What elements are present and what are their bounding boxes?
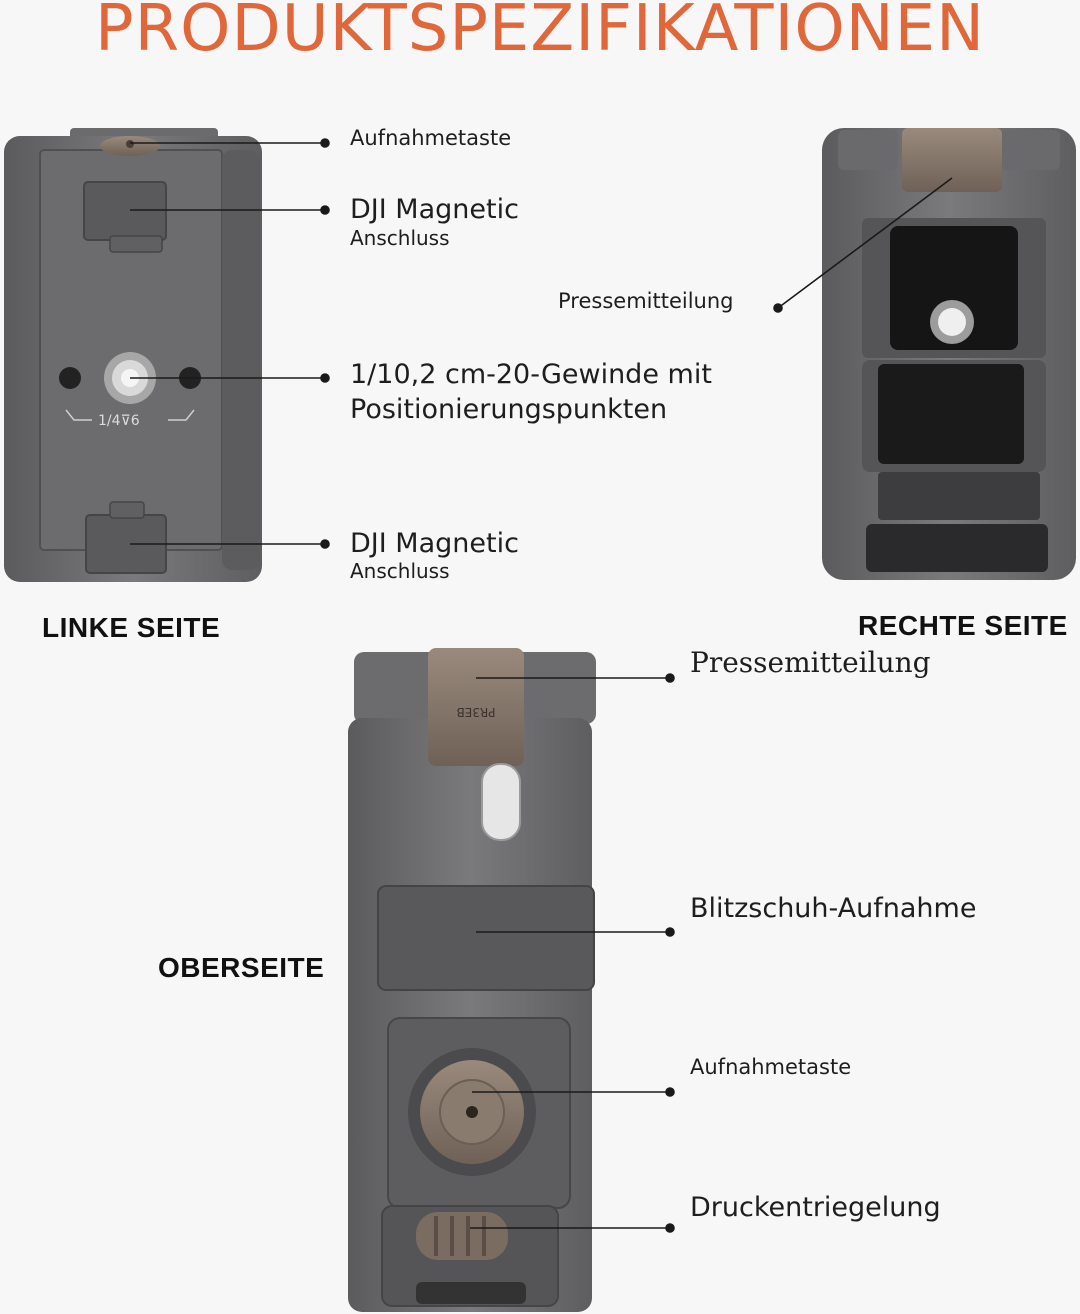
label-left-record-button: Aufnahmetaste — [350, 126, 512, 150]
leader-lines — [130, 138, 953, 1233]
label-left-magnetic-bottom-sub: Anschluss — [350, 559, 450, 583]
page-title: PRODUKTSPEZIFIKATIONEN — [95, 0, 985, 66]
label-left-magnetic-top: DJI Magnetic — [350, 194, 519, 225]
tab-engraving: PR3EB — [456, 705, 495, 719]
label-top-record-button: Aufnahmetaste — [690, 1055, 852, 1079]
label-left-magnetic-bottom: DJI Magnetic — [350, 528, 519, 559]
label-thread-line1: 1/10,2 cm-20-Gewinde mit — [350, 359, 712, 390]
section-right-side: RECHTE SEITE — [858, 610, 1068, 641]
label-thread-line2: Positionierungspunkten — [350, 394, 668, 425]
thread-engraving: 1/4⊽6 — [98, 413, 140, 429]
label-left-magnetic-top-sub: Anschluss — [350, 226, 450, 250]
label-push-release: Druckentriegelung — [690, 1192, 941, 1223]
label-top-press-release: Pressemitteilung — [690, 646, 931, 679]
top-view — [348, 648, 596, 1312]
section-left-side: LINKE SEITE — [42, 612, 221, 643]
magnetic-port-top-icon — [83, 181, 167, 241]
press-release-tab-icon — [902, 128, 1002, 192]
section-top-side: OBERSEITE — [158, 952, 325, 983]
label-right-press-release: Pressemitteilung — [558, 289, 734, 313]
push-release-slider-icon — [416, 1212, 508, 1260]
left-side-view — [4, 128, 262, 582]
right-side-view — [822, 128, 1076, 580]
label-cold-shoe: Blitzschuh-Aufnahme — [690, 893, 977, 924]
cold-shoe-icon — [377, 885, 595, 991]
